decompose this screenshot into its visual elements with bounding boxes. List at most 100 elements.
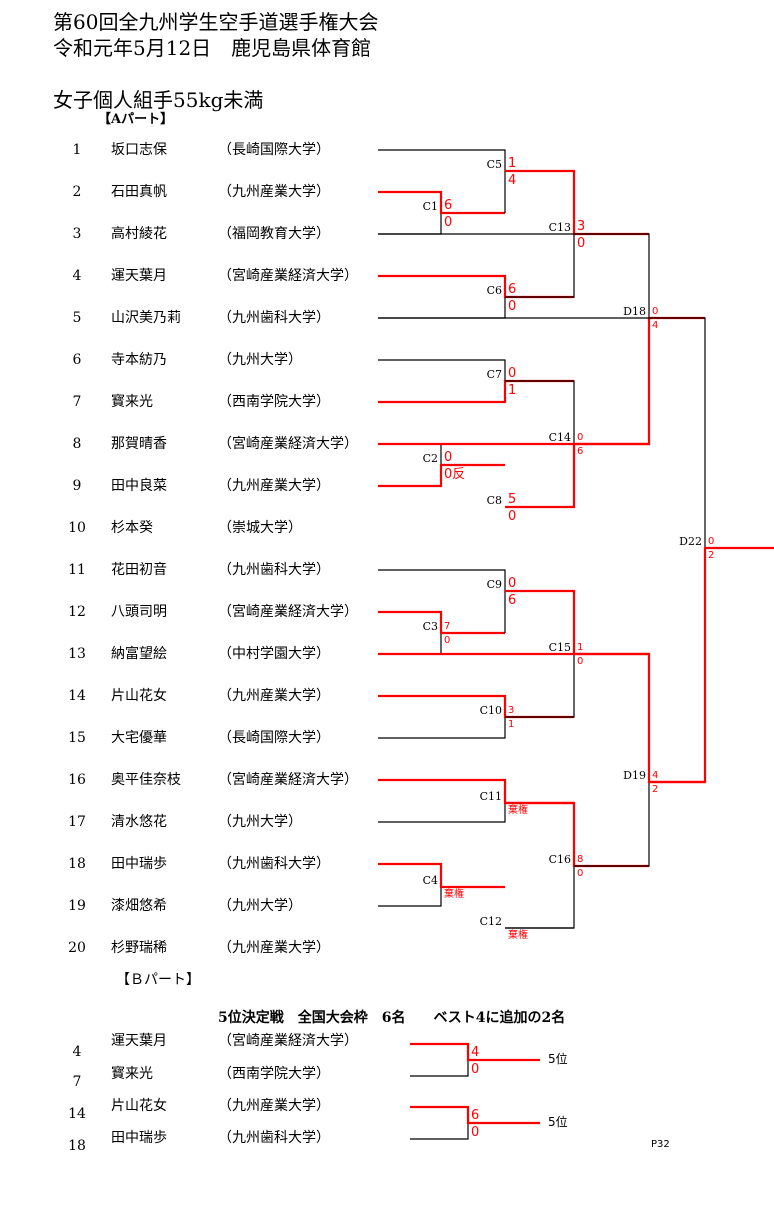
player-university: （九州産業大学） (218, 688, 330, 704)
page-number: P32 (651, 1139, 670, 1150)
score-top: 0 (577, 432, 584, 443)
player-university: （中村学園大学） (218, 646, 330, 662)
match-label: C15 (548, 641, 571, 654)
score-bottom: 0 (508, 509, 517, 524)
bracket-line (378, 611, 442, 655)
score-top: 4 (652, 770, 659, 781)
player-name: 片山花女 (111, 688, 167, 704)
score-top: 7 (444, 621, 451, 632)
fifth-score-bottom: 0 (471, 1125, 480, 1140)
bracket-line (378, 191, 442, 235)
player-university: （崇城大学） (218, 520, 302, 536)
player-seed: 13 (68, 646, 86, 662)
score-bottom: 1 (508, 719, 515, 730)
bracket-line (378, 653, 650, 867)
match-label: C8 (486, 494, 502, 507)
fifth-university: （九州歯科大学） (218, 1130, 330, 1146)
score-top: 1 (508, 156, 517, 171)
player-seed: 10 (68, 520, 86, 536)
winner-path (378, 862, 505, 889)
player-name: 納富望絵 (111, 646, 167, 662)
player-name: 杉野瑞稀 (111, 940, 167, 956)
fifth-seed: 18 (68, 1138, 86, 1154)
player-university: （宮崎産業経済大学） (218, 268, 358, 284)
match-label: C13 (548, 221, 571, 234)
player-university: （九州産業大学） (218, 940, 330, 956)
player-seed: 12 (68, 604, 86, 620)
player-name: 花田初音 (111, 562, 167, 578)
player-seed: 2 (72, 184, 82, 200)
player-name: 山沢美乃莉 (111, 310, 181, 326)
winner-path (378, 190, 505, 215)
score-top: 6 (508, 282, 517, 297)
score-bottom: 0 (577, 868, 584, 879)
match-label: C5 (486, 158, 502, 171)
fifth-score-bottom: 0 (471, 1062, 480, 1077)
bracket-line (378, 233, 650, 445)
player-university: （宮崎産業経済大学） (218, 772, 358, 788)
fifth-score-top: 4 (471, 1045, 480, 1060)
player-seed: 17 (68, 814, 86, 830)
score-bottom: 0 (508, 299, 517, 314)
score-bottom: 6 (577, 446, 584, 457)
part-b-label: 【Ｂパート】 (116, 972, 200, 988)
player-name: 八頭司明 (111, 604, 167, 620)
fifth-winner-path (410, 1105, 540, 1125)
score-top: 1 (577, 642, 584, 653)
player-seed: 19 (68, 898, 86, 914)
score-top: 6 (444, 198, 453, 213)
player-name: 漆畑悠希 (111, 898, 167, 914)
player-university: （福岡教育大学） (218, 226, 330, 242)
fifth-name: 運天葉月 (111, 1033, 167, 1049)
score-top: 0 (444, 450, 453, 465)
player-seed: 5 (72, 310, 82, 326)
score-bottom: 0反 (444, 467, 466, 482)
match-label: C16 (548, 853, 571, 866)
fifth-name: 寳来光 (111, 1066, 153, 1082)
player-seed: 4 (72, 268, 82, 284)
player-name: 寳来光 (111, 394, 153, 410)
player-university: （長崎国際大学） (218, 730, 330, 746)
player-university: （九州歯科大学） (218, 562, 330, 578)
fifth-name: 田中瑞歩 (111, 1130, 167, 1146)
fifth-university: （西南学院大学） (218, 1066, 330, 1082)
player-university: （九州大学） (218, 898, 302, 914)
score-bottom: 棄権 (508, 930, 528, 941)
score-bottom: 4 (508, 173, 517, 188)
match-label: C6 (486, 284, 502, 297)
player-university: （九州歯科大学） (218, 310, 330, 326)
match-label: C4 (422, 874, 438, 887)
player-name: 運天葉月 (111, 268, 167, 284)
score-top: 0 (508, 576, 517, 591)
match-label: C3 (422, 620, 438, 633)
score-bottom: 0 (577, 236, 586, 251)
score-bottom: 棄権 (444, 889, 464, 900)
player-university: （長崎国際大学） (218, 142, 330, 158)
player-name: 大宅優華 (111, 730, 167, 746)
winner-path (649, 546, 774, 784)
fifth-name: 片山花女 (111, 1098, 167, 1114)
score-top: 5 (508, 492, 517, 507)
player-seed: 9 (72, 478, 82, 494)
player-seed: 3 (72, 226, 82, 242)
score-bottom: 1 (508, 383, 517, 398)
category-title: 女子個人組手55kg未満 (53, 88, 264, 112)
match-label: C12 (479, 915, 502, 928)
score-top: 0 (508, 366, 517, 381)
fifth-bracket-line (410, 1106, 469, 1140)
player-seed: 8 (72, 436, 82, 452)
match-label: C11 (479, 790, 502, 803)
score-bottom: 6 (508, 593, 517, 608)
player-name: 高村綾花 (111, 226, 167, 242)
fifth-score-top: 6 (471, 1108, 480, 1123)
match-label: C10 (479, 704, 502, 717)
player-university: （九州歯科大学） (218, 856, 330, 872)
match-label: C7 (486, 368, 502, 381)
fifth-result: 5位 (548, 1115, 568, 1129)
player-name: 那賀晴香 (111, 436, 167, 452)
player-seed: 7 (72, 394, 82, 410)
bracket-line (378, 149, 506, 213)
score-bottom: 2 (652, 784, 659, 795)
